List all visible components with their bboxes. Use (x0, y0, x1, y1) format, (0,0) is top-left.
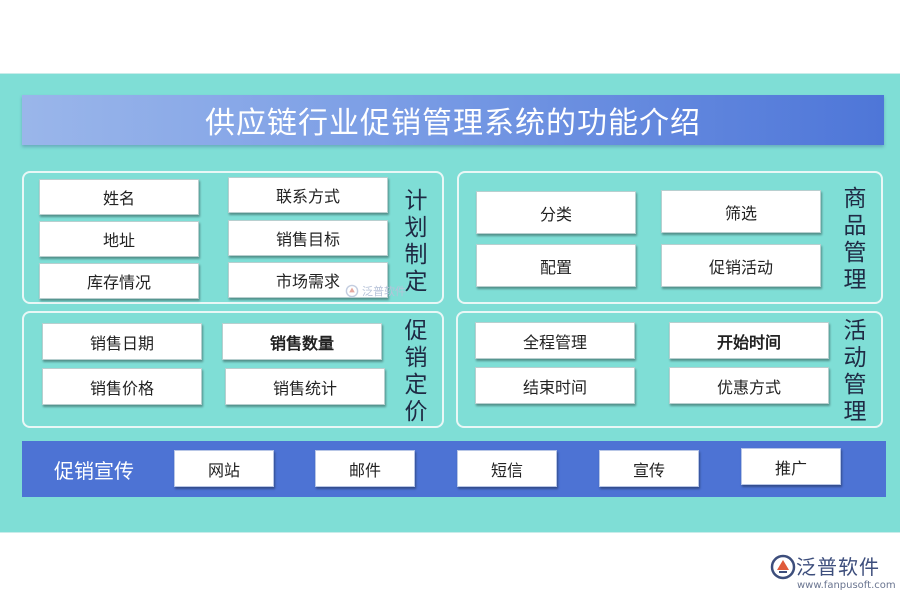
brand-logo: 泛普软件 www.fanpusoft.com (770, 553, 896, 598)
watermark-text: 泛普软件 (362, 285, 406, 298)
promotion-item-marketing: 推广 (741, 448, 841, 485)
goods-item-config: 配置 (476, 244, 636, 287)
watermark-logo-icon (345, 284, 359, 298)
goods-section-label: 商品管理 (843, 186, 867, 293)
plan-item-name: 姓名 (39, 179, 199, 215)
promotion-item-sms: 短信 (457, 450, 557, 487)
panel-goods (457, 171, 883, 304)
pricing-item-sales-stats: 销售统计 (225, 368, 385, 405)
watermark: 泛普软件 (345, 283, 406, 299)
activity-item-full-management: 全程管理 (475, 322, 635, 359)
pricing-section-label: 促销定价 (404, 318, 428, 425)
pricing-item-sales-price: 销售价格 (42, 368, 202, 405)
plan-item-sales-target: 销售目标 (228, 220, 388, 256)
plan-item-contact: 联系方式 (228, 177, 388, 213)
plan-item-inventory: 库存情况 (39, 263, 199, 299)
promotion-item-publicity: 宣传 (599, 450, 699, 487)
fanpu-logo-icon (770, 554, 796, 580)
plan-section-label: 计划制定 (404, 188, 428, 295)
pricing-item-sales-quantity: 销售数量 (222, 323, 382, 360)
activity-item-end-time: 结束时间 (475, 367, 635, 404)
promotion-label: 促销宣传 (54, 459, 134, 483)
panel-pricing (22, 311, 444, 428)
diagram-title: 供应链行业促销管理系统的功能介绍 (22, 95, 884, 145)
promotion-item-email: 邮件 (315, 450, 415, 487)
activity-section-label: 活动管理 (843, 318, 867, 425)
promotion-item-website: 网站 (174, 450, 274, 487)
activity-item-discount-method: 优惠方式 (669, 367, 829, 404)
panel-activity (456, 311, 883, 428)
plan-item-market-demand: 市场需求 (228, 262, 388, 298)
activity-item-start-time: 开始时间 (669, 322, 829, 359)
goods-item-category: 分类 (476, 191, 636, 234)
brand-name: 泛普软件 (796, 555, 880, 579)
goods-item-filter: 筛选 (661, 190, 821, 233)
plan-item-address: 地址 (39, 221, 199, 257)
goods-item-promo-activity: 促销活动 (661, 244, 821, 287)
brand-url: www.fanpusoft.com (797, 580, 896, 591)
panel-plan (22, 171, 444, 304)
pricing-item-sales-date: 销售日期 (42, 323, 202, 360)
